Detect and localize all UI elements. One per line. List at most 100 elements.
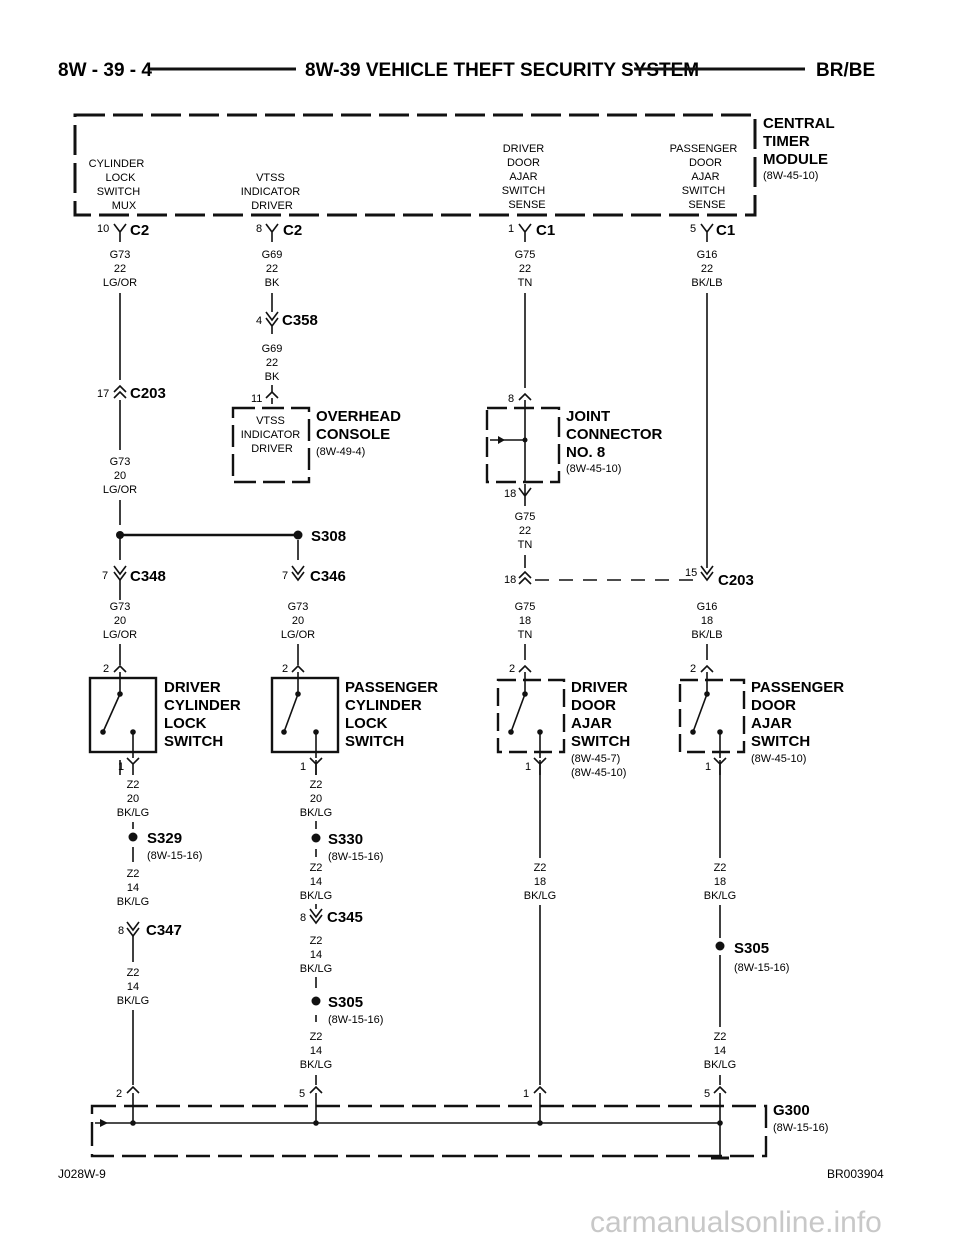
overhead-console-name: OVERHEAD CONSOLE bbox=[316, 408, 405, 443]
wires bbox=[119, 293, 721, 1085]
c2-right-name: C2 bbox=[283, 222, 302, 239]
c203-right-name: C203 bbox=[718, 572, 754, 589]
s330-name: S330 bbox=[328, 831, 363, 848]
ctm-cylinder-label: CYLINDER LOCK SWITCH MUX bbox=[89, 158, 148, 212]
s329-dot bbox=[128, 832, 138, 842]
jc8-outline bbox=[485, 406, 561, 484]
pass-cyl-name: PASSENGER CYLINDER LOCK SWITCH bbox=[345, 679, 442, 750]
driver-door-refs: (8W-45-7) (8W-45-10) bbox=[571, 753, 626, 779]
c358-name: C358 bbox=[282, 312, 318, 329]
c358-pin: 4 bbox=[256, 315, 262, 327]
ground-g300: 2 5 1 5 G300 (8W-15-16) bbox=[90, 1088, 828, 1160]
ctm-ref: (8W-45-10) bbox=[763, 170, 818, 182]
pass-door-pin-bottom: 1 bbox=[705, 761, 711, 773]
c2-pin-8: 8 bbox=[256, 223, 262, 235]
connector-symbols bbox=[113, 223, 727, 1094]
ctm-passenger-door-label: PASSENGER DOOR AJAR SWITCH SENSE bbox=[670, 143, 741, 211]
c203-right-pin-left: 18 bbox=[504, 574, 516, 586]
ctm-driver-door-label: DRIVER DOOR AJAR SWITCH SENSE bbox=[502, 143, 548, 211]
page-title: 8W-39 VEHICLE THEFT SECURITY SYSTEM bbox=[305, 60, 699, 81]
overhead-console-outline bbox=[231, 406, 311, 484]
driver-cyl-name: DRIVER CYLINDER LOCK SWITCH bbox=[164, 679, 245, 750]
c1-right-name: C1 bbox=[716, 222, 735, 239]
jc8-pin-bottom: 18 bbox=[504, 488, 516, 500]
s305-right-ref: (8W-15-16) bbox=[734, 962, 789, 974]
c345-name: C345 bbox=[327, 909, 363, 926]
s305-right-dot bbox=[715, 941, 725, 951]
passenger-door-ajar-switch: 2 1 PASSENGER DOOR AJAR SWITCH (8W-45-10… bbox=[678, 663, 848, 773]
splices: S308 S329 (8W-15-16) S330 (8W-15-16) S30… bbox=[116, 528, 789, 1026]
c1-left-name: C1 bbox=[536, 222, 555, 239]
c1-pin-5: 5 bbox=[690, 223, 696, 235]
c2-pin-10: 10 bbox=[97, 223, 109, 235]
g300-name: G300 bbox=[773, 1102, 810, 1119]
g300-pin-4: 5 bbox=[704, 1088, 710, 1100]
footer-right-code: BR003904 bbox=[827, 1167, 884, 1181]
footer: J028W-9 BR003904 carmanualsonline.info bbox=[58, 1167, 884, 1239]
c1-pin-1: 1 bbox=[508, 223, 514, 235]
ctm-vtss-label: VTSS INDICATOR DRIVER bbox=[241, 172, 304, 212]
central-timer-module: CENTRAL TIMER MODULE (8W-45-10) CYLINDER… bbox=[73, 113, 839, 217]
overhead-console-pin: 11 bbox=[251, 393, 262, 405]
driver-cylinder-lock-switch: 2 1 DRIVER CYLINDER LOCK SWITCH bbox=[88, 663, 245, 773]
ctm-outline bbox=[73, 113, 757, 217]
overhead-console-inner: VTSS INDICATOR DRIVER bbox=[241, 415, 304, 455]
passenger-cylinder-lock-switch: 2 1 PASSENGER CYLINDER LOCK SWITCH bbox=[270, 663, 442, 773]
c346-pin: 7 bbox=[282, 570, 288, 582]
g300-outline bbox=[90, 1104, 768, 1158]
ctm-name: CENTRAL TIMER MODULE bbox=[763, 115, 839, 168]
jc8-pin-top: 8 bbox=[508, 393, 514, 405]
pass-cyl-pin-bottom: 1 bbox=[300, 761, 306, 773]
pass-door-ref: (8W-45-10) bbox=[751, 753, 806, 765]
c345-pin: 8 bbox=[300, 912, 306, 924]
driver-cyl-pin-bottom: 1 bbox=[118, 761, 124, 773]
s329-name: S329 bbox=[147, 830, 182, 847]
model-code: BR/BE bbox=[816, 60, 875, 81]
pass-door-pin-top: 2 bbox=[690, 663, 696, 675]
c347-name: C347 bbox=[146, 922, 182, 939]
s308-name: S308 bbox=[311, 528, 346, 545]
pass-cyl-pin-top: 2 bbox=[282, 663, 288, 675]
s305-mid-ref: (8W-15-16) bbox=[328, 1014, 383, 1026]
page-number: 8W - 39 - 4 bbox=[58, 60, 152, 81]
connector-labels: 10 C2 8 C2 1 C1 5 C1 4 C358 17 C203 11 8… bbox=[97, 222, 754, 939]
overhead-console-ref: (8W-49-4) bbox=[316, 446, 365, 458]
s329-ref: (8W-15-16) bbox=[147, 850, 202, 862]
driver-door-name: DRIVER DOOR AJAR SWITCH bbox=[571, 679, 632, 750]
c203-left-pin: 17 bbox=[97, 388, 109, 400]
footer-left-code: J028W-9 bbox=[58, 1167, 106, 1181]
joint-connector-8: JOINT CONNECTOR NO. 8 (8W-45-10) bbox=[485, 406, 667, 484]
driver-cyl-pin-top: 2 bbox=[103, 663, 109, 675]
splice-dot-left bbox=[116, 531, 124, 539]
driver-door-pin-top: 2 bbox=[509, 663, 515, 675]
driver-door-ajar-switch: 2 1 DRIVER DOOR AJAR SWITCH (8W-45-7) (8… bbox=[496, 663, 632, 779]
g300-pin-3: 1 bbox=[523, 1088, 529, 1100]
s330-ref: (8W-15-16) bbox=[328, 851, 383, 863]
s305-right-name: S305 bbox=[734, 940, 769, 957]
c203-right-pin-right: 15 bbox=[685, 567, 697, 579]
pass-door-name: PASSENGER DOOR AJAR SWITCH bbox=[751, 679, 848, 750]
watermark: carmanualsonline.info bbox=[590, 1206, 882, 1239]
jc8-name: JOINT CONNECTOR NO. 8 bbox=[566, 408, 667, 461]
g300-ref: (8W-15-16) bbox=[773, 1122, 828, 1134]
driver-door-pin-bottom: 1 bbox=[525, 761, 531, 773]
c348-name: C348 bbox=[130, 568, 166, 585]
c203-left-name: C203 bbox=[130, 385, 166, 402]
